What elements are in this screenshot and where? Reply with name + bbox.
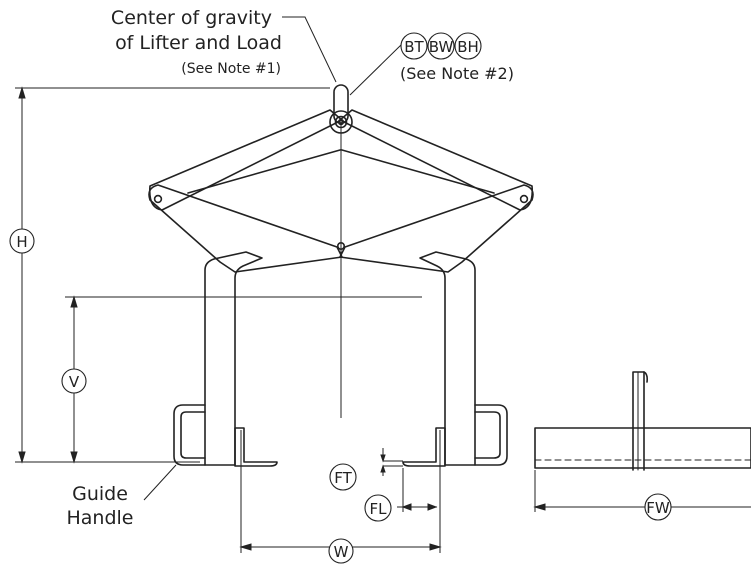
right-guide-handle [474, 404, 508, 466]
w-bubble [328, 538, 354, 564]
bw-label: BW [429, 38, 454, 56]
upper-link-right [341, 149, 495, 194]
left-jaw-leg [204, 251, 263, 466]
h-label: H [16, 233, 27, 251]
bh-bubble [454, 32, 482, 60]
left-guide-handle [173, 404, 206, 466]
w-arrow-right [429, 543, 442, 551]
scissor-arm-lower-right [339, 184, 534, 273]
ft-arrow-top [380, 454, 386, 463]
fw-label: FW [646, 499, 670, 517]
right-foot-pad [402, 427, 446, 467]
h-arrow-bottom [18, 451, 26, 464]
fl-bubble [364, 494, 392, 522]
left-pivot-hole [153, 194, 163, 204]
cog-label-line1: Center of gravity [111, 7, 272, 29]
guide-handle-leader [143, 464, 177, 501]
v-label: V [69, 373, 80, 391]
h-arrow-top [18, 86, 26, 99]
bt-bubble [400, 32, 428, 60]
ft-arrow-bottom [380, 464, 386, 473]
h-bubble [9, 228, 35, 254]
scissor-arm-upper-left [148, 109, 343, 211]
v-arrow-bottom [70, 451, 78, 464]
upper-link-left [187, 149, 341, 194]
guide-handle-label-line2: Handle [66, 507, 133, 529]
fw-bubble [644, 493, 672, 521]
w-label: W [334, 543, 349, 561]
bail-leader [349, 43, 403, 96]
left-guide-handle-inner [180, 411, 206, 459]
fl-label: FL [370, 500, 388, 518]
cog-leader [282, 16, 337, 83]
scissor-arm-upper-right [339, 109, 534, 211]
bh-label: BH [457, 38, 479, 56]
v-arrow-top [70, 295, 78, 308]
right-guide-handle-inner [474, 411, 501, 459]
left-foot-pad [234, 427, 278, 467]
right-jaw-leg [419, 251, 476, 466]
ft-label: FT [334, 469, 352, 487]
side-view-jaw-tip [643, 371, 648, 383]
cog-label-line2: of Lifter and Load [115, 32, 282, 54]
note1-label: (See Note #1) [181, 61, 281, 77]
guide-handle-label-line1: Guide [72, 483, 128, 505]
fl-arrow-left [401, 503, 412, 511]
fw-arrow-left [533, 503, 546, 511]
bw-bubble [427, 32, 455, 60]
bt-label: BT [404, 38, 424, 56]
w-arrow-left [239, 543, 252, 551]
lifting-bail [333, 84, 349, 124]
right-pivot-hole [519, 194, 529, 204]
scissor-arm-lower-left [148, 184, 343, 273]
fl-arrow-right [427, 503, 438, 511]
note2-label: (See Note #2) [400, 64, 514, 83]
v-bubble [61, 368, 87, 394]
ft-bubble [329, 463, 357, 491]
side-view-plate [534, 427, 751, 469]
